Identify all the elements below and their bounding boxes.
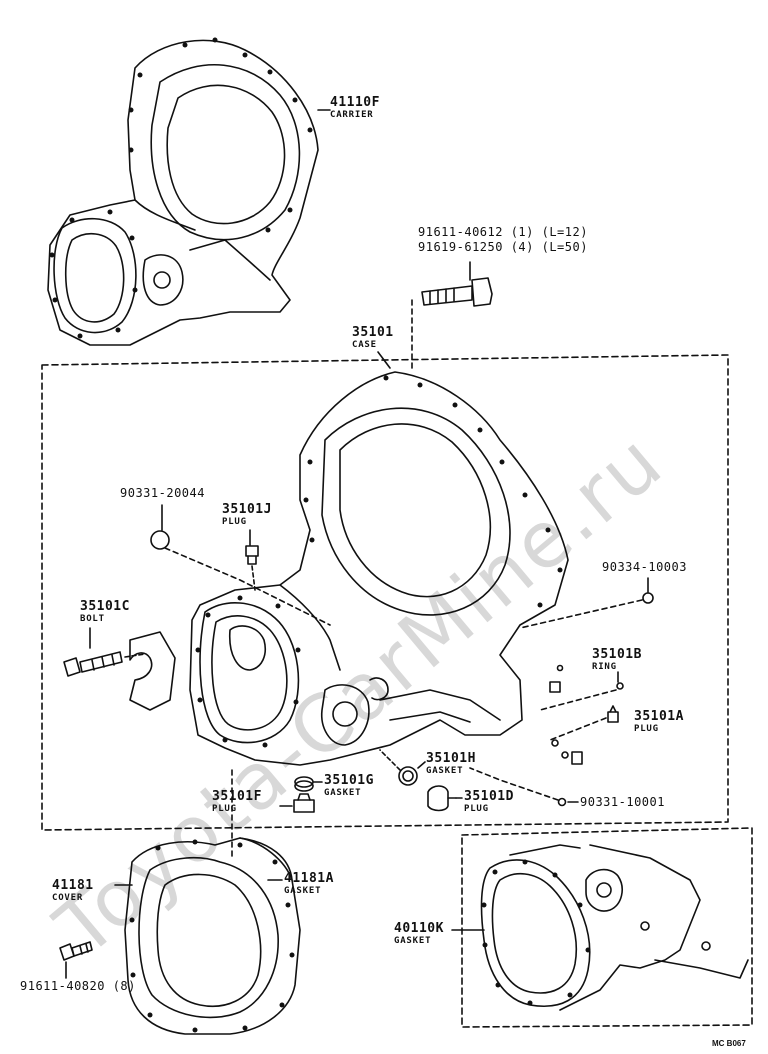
part-name: GASKET (284, 886, 322, 896)
part-90331-10001-drawing (557, 797, 567, 807)
carrier-drawing (47, 37, 319, 346)
part-number: 41110F (330, 95, 380, 110)
part-name: GASKET (324, 788, 362, 798)
label-cover: 41181 COVER (52, 879, 94, 903)
case-boundary (41, 354, 729, 831)
dashed-90331-10001 (469, 767, 559, 801)
part-name: CARRIER (330, 110, 374, 120)
case-leader (377, 351, 391, 369)
label-gasket-k: 40110K GASKET (394, 922, 444, 946)
gasket-kit-boundary (461, 827, 753, 1028)
dashed-90334-10003 (519, 599, 643, 629)
part-number: 35101D (464, 789, 514, 804)
bolt-spec-2: 91619-61250 (4) (L=50) (418, 240, 588, 254)
part-number: 90331-10001 (580, 795, 665, 809)
part-name: GASKET (394, 936, 432, 946)
part-number: 35101B (592, 647, 642, 662)
case-drawing (189, 371, 569, 766)
part-name: PLUG (634, 724, 659, 734)
label-plug-f: 35101F PLUG (212, 790, 262, 814)
cover-drawing (124, 837, 301, 1035)
part-name: GASKET (426, 766, 464, 776)
part-number: 41181 (52, 878, 94, 893)
part-name: COVER (52, 893, 84, 903)
part-number: 40110K (394, 921, 444, 936)
label-plug-a: 35101A PLUG (634, 710, 684, 734)
label-bolt-c: 35101C BOLT (80, 600, 130, 624)
dashed-ring-b (539, 689, 617, 711)
part-name: PLUG (464, 804, 489, 814)
label-bolt-8: 91611-40820 (8) (20, 980, 136, 992)
leader-gasket-h (417, 761, 426, 769)
plug-f-drawing (293, 793, 315, 813)
part-number: 35101H (426, 751, 476, 766)
plug-j-drawing (245, 545, 259, 565)
part-number: 35101F (212, 789, 262, 804)
label-90331-10001: 90331-10001 (580, 796, 665, 808)
dashed-90331-20044 (164, 547, 331, 626)
plug-d-drawing (427, 785, 457, 812)
dashed-plug-j (251, 565, 256, 591)
label-plug-d: 35101D PLUG (464, 790, 514, 814)
part-number: 35101 (352, 325, 394, 340)
part-number: 91611-40820 (8) (20, 979, 136, 993)
label-90334-10003: 90334-10003 (602, 561, 687, 573)
label-bolt-specs: 91611-40612 (1) (L=12) 91619-61250 (4) (… (418, 226, 588, 253)
gasket-h-drawing (398, 766, 418, 786)
label-gasket-g: 35101G GASKET (324, 774, 374, 798)
dashed-plug-a (549, 717, 607, 741)
label-gasket-h: 35101H GASKET (426, 752, 476, 776)
label-plug-j: 35101J PLUG (222, 503, 272, 527)
bolt-c-drawing (63, 651, 123, 677)
part-name: PLUG (222, 517, 247, 527)
part-name: CASE (352, 340, 377, 350)
label-case: 35101 CASE (352, 326, 394, 350)
label-90331-20044: 90331-20044 (120, 487, 205, 499)
bearing-cap-drawing (129, 631, 176, 711)
label-carrier: 41110F CARRIER (330, 96, 380, 120)
bolt-spec-1: 91611-40612 (1) (L=12) (418, 225, 588, 239)
label-gasket-a: 41181A GASKET (284, 872, 334, 896)
part-name: PLUG (212, 804, 237, 814)
dashed-gasket-h (379, 749, 401, 771)
part-90331-20044-drawing (150, 530, 170, 550)
part-90334-10003-drawing (642, 592, 654, 604)
part-number: 41181A (284, 871, 334, 886)
small-fittings (551, 739, 583, 765)
part-number: 35101G (324, 773, 374, 788)
ring-b-drawing (549, 664, 624, 693)
footer-code: MC B067 (712, 1039, 746, 1048)
part-number: 35101J (222, 502, 272, 517)
part-number: 35101A (634, 709, 684, 724)
gasket-k-drawing (480, 844, 749, 1011)
top-bolt-drawing (421, 277, 493, 307)
bolt-8-drawing (59, 941, 93, 961)
plug-a-drawing (607, 705, 619, 723)
part-name: BOLT (80, 614, 105, 624)
part-number: 90334-10003 (602, 560, 687, 574)
part-name: RING (592, 662, 617, 672)
gasket-g-drawing (294, 776, 314, 792)
part-number: 90331-20044 (120, 486, 205, 500)
label-ring-b: 35101B RING (592, 648, 642, 672)
part-number: 35101C (80, 599, 130, 614)
